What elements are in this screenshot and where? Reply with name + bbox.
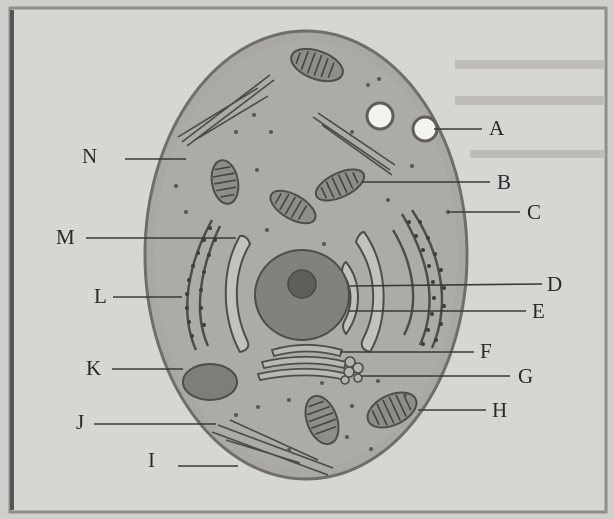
nucleolus (288, 270, 316, 298)
label-C: C (527, 202, 541, 223)
label-M: M (56, 227, 75, 248)
golgi-apparatus (258, 345, 348, 380)
label-J: J (76, 412, 84, 433)
nucleus (255, 250, 349, 340)
label-G: G (518, 366, 533, 387)
label-I: I (148, 450, 155, 471)
label-L: L (94, 286, 107, 307)
label-K: K (86, 358, 101, 379)
label-D: D (547, 274, 562, 295)
label-F: F (480, 341, 492, 362)
label-H: H (492, 400, 507, 421)
label-A: A (489, 118, 504, 139)
label-E: E (532, 301, 545, 322)
label-N: N (82, 146, 97, 167)
label-B: B (497, 172, 511, 193)
lysosome (183, 364, 237, 400)
